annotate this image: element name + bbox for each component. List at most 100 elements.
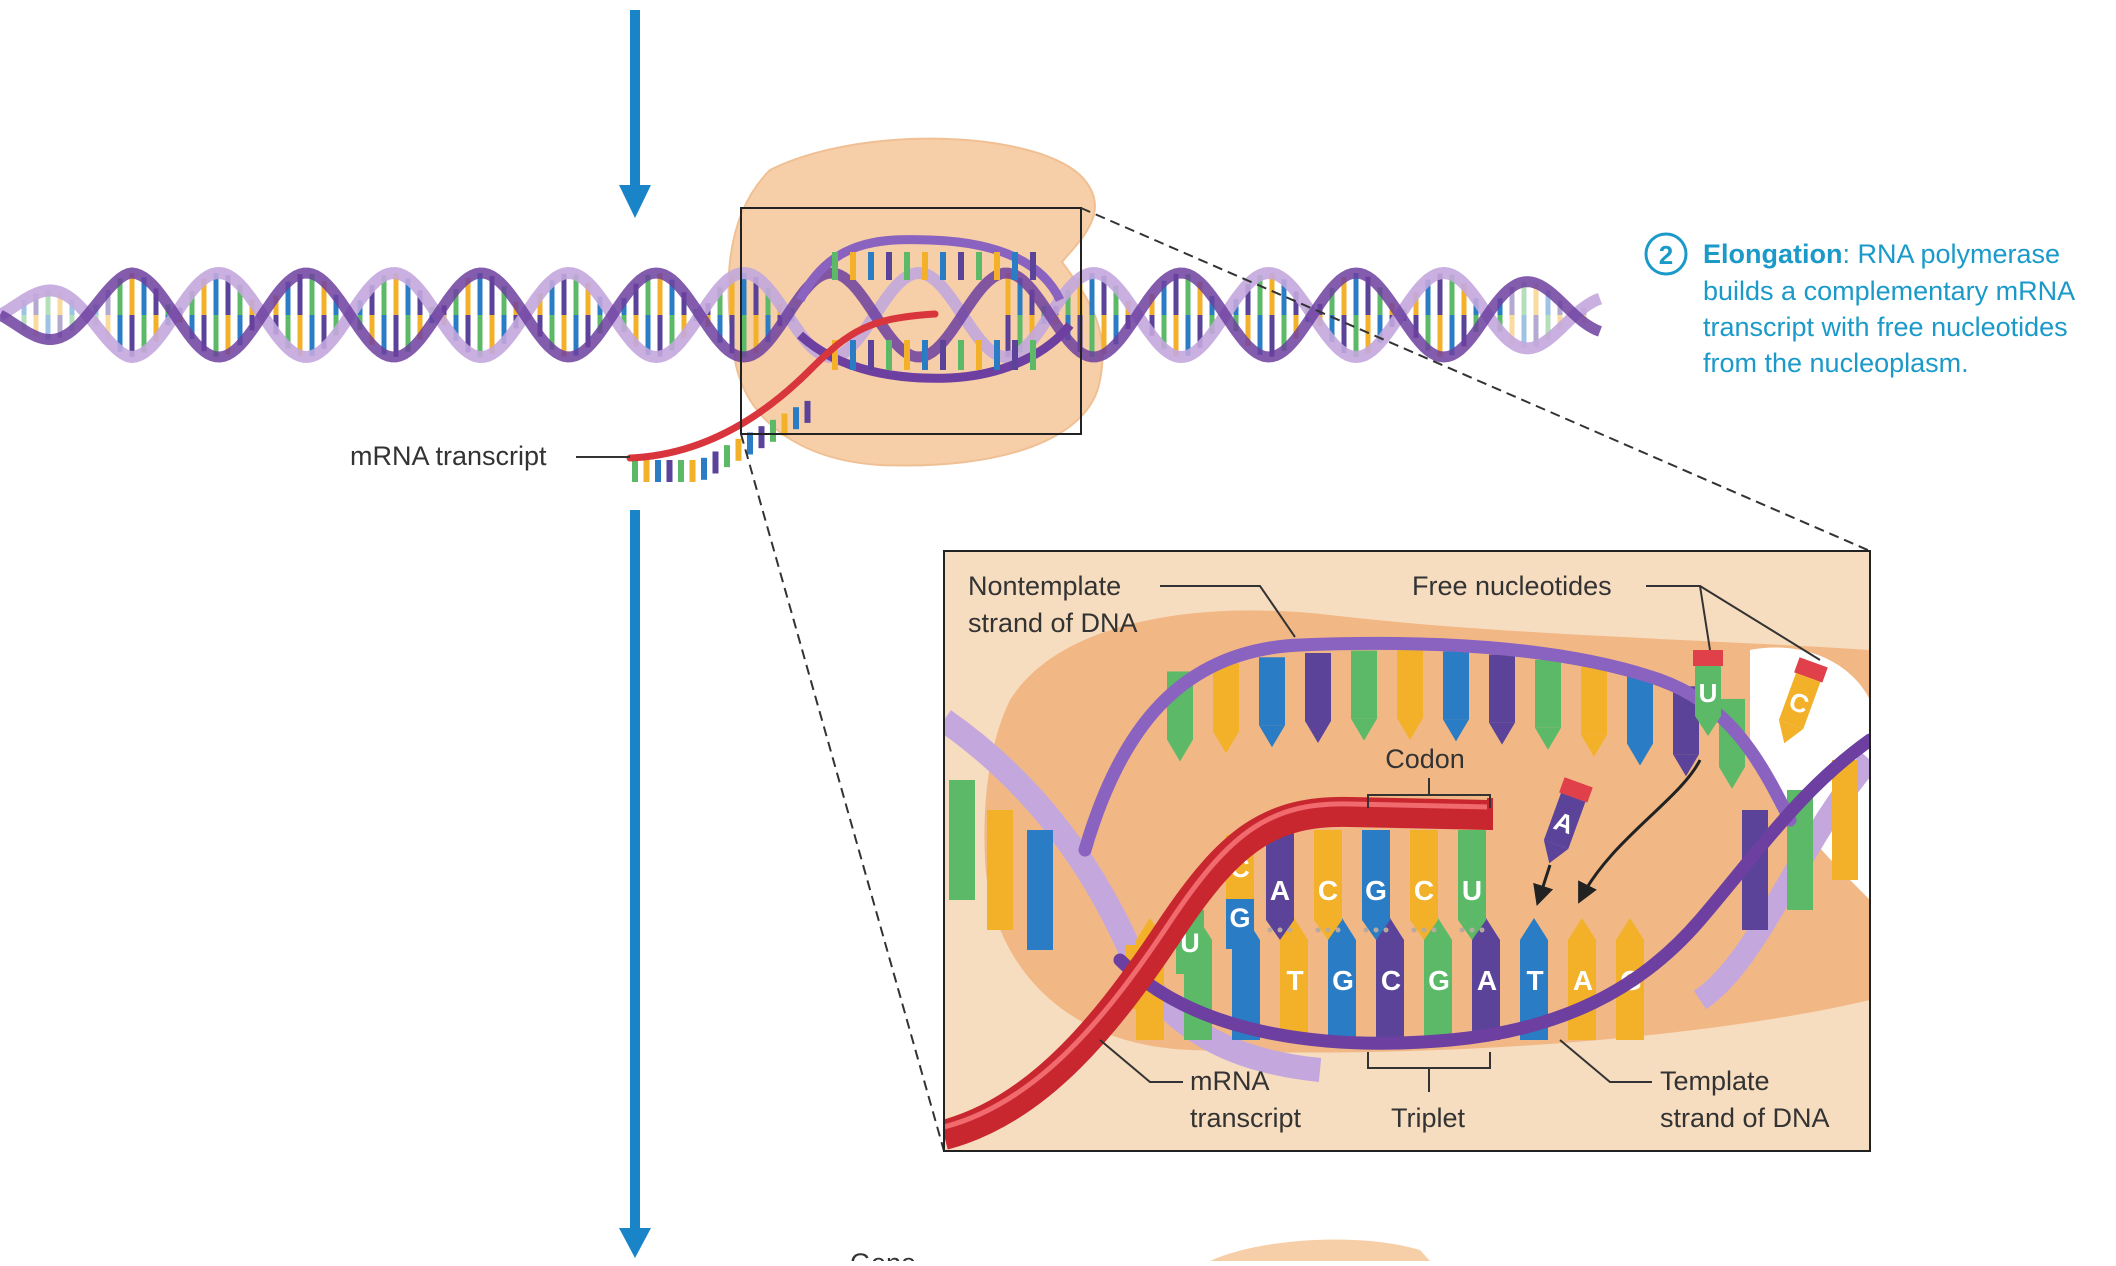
mrna-base-letter: U — [1180, 928, 1200, 958]
nontemplate-base — [1443, 651, 1469, 720]
side-base — [949, 780, 975, 900]
codon-base — [1458, 830, 1486, 920]
label-mrna-transcript-main: mRNA transcript — [350, 441, 547, 471]
template-base — [1376, 940, 1404, 1040]
template-backbone — [1113, 733, 1870, 1050]
nontemplate-base — [1489, 654, 1515, 723]
hydrogen-bond — [1363, 927, 1369, 933]
template-base-tip — [1424, 918, 1452, 940]
svg-text:Elongation: RNA polymerase: Elongation: RNA polymerase — [1703, 239, 2060, 269]
template-base — [1280, 940, 1308, 1040]
mrna-base-main — [701, 457, 707, 480]
nontemplate-base-tip — [1259, 725, 1285, 748]
nontemplate-base-tip — [1627, 743, 1653, 766]
template-base-letter: T — [1526, 965, 1543, 996]
label-gene-partial: Gene — [850, 1248, 916, 1261]
nucleotide-letter: U — [1699, 678, 1718, 708]
dna-backbone-light — [0, 266, 1603, 364]
label-template-line-2: strand of DNA — [1660, 1103, 1830, 1133]
nontemplate-base-tip — [1351, 718, 1377, 741]
mrna-base-main — [747, 432, 753, 455]
nontemplate-base-tip — [1397, 718, 1423, 741]
nontemplate-base-tip — [1213, 731, 1239, 754]
mrna-base-main — [793, 407, 799, 430]
template-base-tip — [1616, 918, 1644, 940]
hydrogen-bond — [1335, 927, 1341, 933]
nontemplate-base — [1259, 657, 1285, 726]
nontemplate-base-tip — [1489, 722, 1515, 745]
hydrogen-bond — [1315, 927, 1321, 933]
label-triplet: Triplet — [1391, 1103, 1466, 1133]
mrna-base-main — [643, 460, 650, 482]
mrna-base-main — [804, 400, 811, 423]
mrna-base-main — [770, 419, 776, 442]
nontemplate-base-tip — [1581, 734, 1607, 757]
dna-double-helix — [0, 235, 1603, 383]
template-base — [1472, 940, 1500, 1040]
step-number-badge — [1644, 232, 1688, 276]
free-nucleotide: U — [1693, 650, 1723, 736]
codon-base-letter: G — [1365, 875, 1387, 906]
step-line-3: transcript with free nucleotides — [1703, 312, 2068, 342]
template-base-letter: C — [1381, 965, 1401, 996]
hydrogen-bond — [1411, 927, 1417, 933]
side-base — [987, 810, 1013, 930]
label-codon: Codon — [1385, 744, 1465, 774]
nontemplate-base-tip — [1535, 727, 1561, 750]
template-base — [1568, 940, 1596, 1040]
mrna-strand-main — [626, 310, 939, 482]
flow-arrow-top — [619, 10, 651, 218]
codon-base-letter: C — [1414, 875, 1434, 906]
template-base-tip — [1472, 918, 1500, 940]
label-template-line-1: Template — [1660, 1066, 1770, 1096]
zoom-line-bottom — [740, 433, 945, 1152]
nontemplate-base — [1581, 666, 1607, 735]
hydrogen-bond — [1277, 927, 1283, 933]
nucleotide-tip — [1695, 716, 1721, 736]
free-nucleotide: A — [1543, 777, 1593, 864]
hydrogen-bond — [1383, 927, 1389, 933]
template-base-letter: A — [1477, 965, 1497, 996]
nontemplate-base — [1397, 650, 1423, 719]
bubble-template — [796, 322, 1074, 383]
nontemplate-base-tip — [1719, 766, 1745, 789]
codon-base — [1266, 830, 1294, 920]
hydrogen-bond — [1469, 927, 1475, 933]
hydrogen-bond — [1373, 927, 1379, 933]
hydrogen-bond — [1267, 927, 1273, 933]
step-line-4: from the nucleoplasm. — [1703, 348, 1969, 378]
label-mrna-inset-line-1: mRNA — [1190, 1066, 1270, 1096]
mrna-strand-inset — [944, 796, 1491, 1150]
nontemplate-base-tip — [1443, 719, 1469, 742]
free-nucleotide: C — [1778, 657, 1828, 744]
mrna-base-main — [724, 445, 730, 468]
step-annotation: 2 Elongation: RNA polymerase builds a co… — [1644, 232, 2075, 378]
label-free-nucleotides: Free nucleotides — [1412, 571, 1612, 601]
nucleotide-base — [1543, 793, 1586, 849]
step-title: Elongation — [1703, 239, 1842, 269]
nucleotide-base — [1778, 673, 1821, 729]
nucleotide-tip — [1543, 839, 1569, 864]
nontemplate-base — [1627, 675, 1653, 744]
side-base — [1832, 760, 1858, 880]
mrna-base-main — [666, 460, 673, 482]
mrna-base-main — [689, 460, 696, 482]
mrna-base-main — [678, 460, 684, 482]
template-base-tip — [1376, 918, 1404, 940]
next-polymerase-partial — [1210, 1239, 1430, 1261]
codon-base — [1314, 830, 1342, 920]
mrna-base-main — [735, 438, 742, 461]
template-base-tip — [1520, 918, 1548, 940]
template-base-tip — [1280, 918, 1308, 940]
label-nontemplate-line-2: strand of DNA — [968, 608, 1138, 638]
nontemplate-base — [1305, 652, 1331, 721]
template-base-tip — [1328, 918, 1356, 940]
hydrogen-bond — [1459, 927, 1465, 933]
hydrogen-bond — [1421, 927, 1427, 933]
nontemplate-base-tip — [1305, 720, 1331, 743]
mrna-base-main — [655, 460, 661, 482]
codon-base-letter: A — [1270, 875, 1290, 906]
nucleotide-phosphate — [1794, 657, 1828, 683]
nucleotide-base — [1695, 666, 1721, 716]
